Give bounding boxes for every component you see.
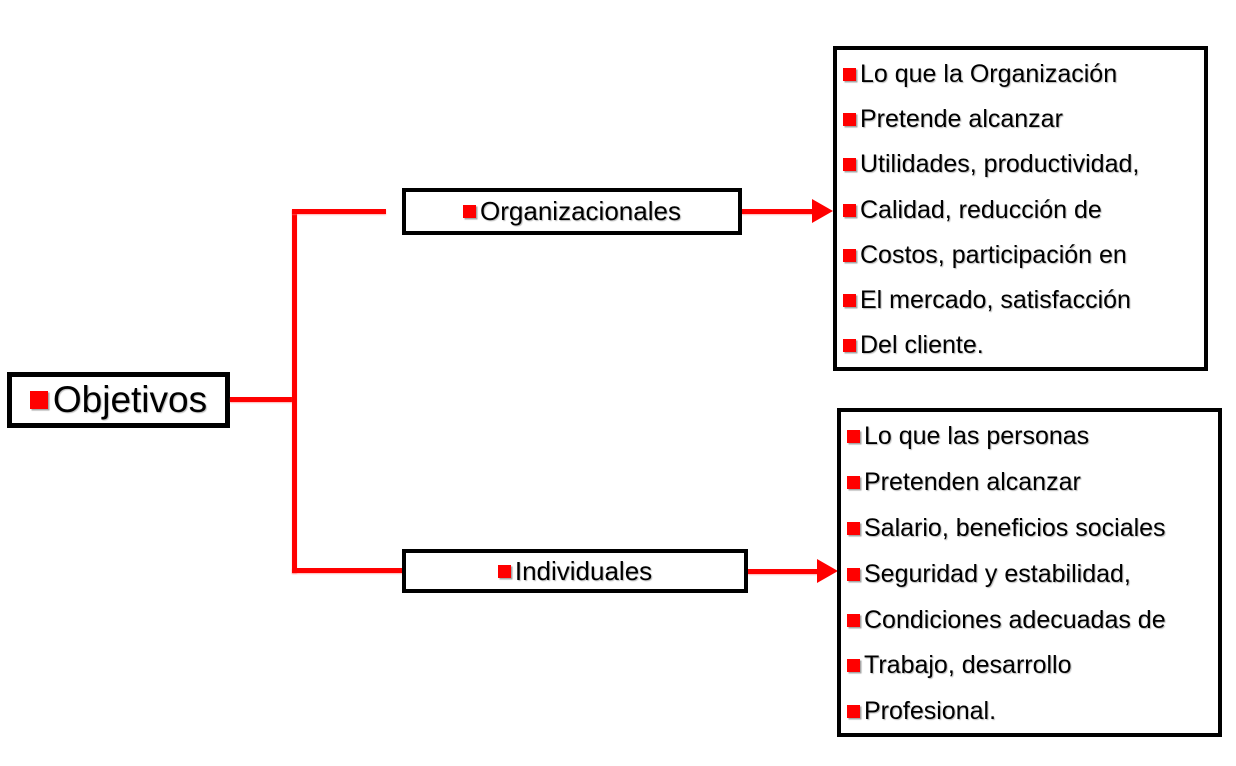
list-item: Utilidades, productividad,: [843, 142, 1198, 187]
detail-text: Profesional.: [864, 697, 997, 726]
connector-trunk-to-organizacionales: [292, 209, 386, 214]
connector-trunk-vertical: [292, 209, 297, 573]
node-organizacionales-label: Organizacionales: [480, 196, 681, 226]
detail-text: El mercado, satisfacción: [860, 286, 1131, 315]
list-item: Pretende alcanzar: [843, 97, 1198, 142]
arrow-organizacionales-shaft: [742, 209, 816, 214]
square-bullet-icon: [843, 248, 856, 262]
connector-root-to-trunk: [230, 397, 294, 402]
square-bullet-icon: [847, 705, 860, 719]
detail-box-individuales: Lo que las personas Pretenden alcanzar S…: [837, 408, 1222, 737]
list-item: Costos, participación en: [843, 233, 1198, 278]
square-bullet-icon: [847, 659, 860, 673]
square-bullet-icon: [847, 567, 860, 581]
square-bullet-icon: [463, 205, 477, 218]
connector-trunk-to-individuales: [292, 568, 404, 573]
node-organizacionales: Organizacionales: [402, 188, 742, 235]
square-bullet-icon: [847, 613, 860, 627]
detail-text: Pretenden alcanzar: [864, 468, 1081, 497]
detail-text: Costos, participación en: [860, 240, 1127, 269]
detail-text: Lo que la Organización: [860, 60, 1118, 89]
square-bullet-icon: [847, 476, 860, 490]
detail-text: Salario, beneficios sociales: [864, 513, 1166, 542]
square-bullet-icon: [843, 113, 856, 127]
detail-text: Del cliente.: [860, 331, 984, 360]
square-bullet-icon: [847, 521, 860, 535]
arrow-individuales-shaft: [748, 569, 821, 574]
detail-text: Utilidades, productividad,: [860, 150, 1140, 179]
arrow-right-icon: [817, 559, 838, 583]
list-item: Lo que las personas: [847, 414, 1212, 460]
node-individuales: Individuales: [402, 549, 748, 593]
node-objetivos: Objetivos: [7, 372, 230, 428]
square-bullet-icon: [29, 391, 48, 409]
square-bullet-icon: [843, 339, 856, 353]
list-item: Profesional.: [847, 689, 1212, 735]
list-item: Salario, beneficios sociales: [847, 506, 1212, 552]
square-bullet-icon: [847, 430, 860, 444]
list-item: Del cliente.: [843, 323, 1198, 368]
square-bullet-icon: [843, 158, 856, 172]
detail-text: Pretende alcanzar: [860, 105, 1063, 134]
node-objetivos-label: Objetivos: [52, 379, 208, 420]
arrow-right-icon: [812, 199, 833, 223]
detail-text: Lo que las personas: [864, 422, 1090, 451]
list-item: Calidad, reducción de: [843, 188, 1198, 233]
square-bullet-icon: [843, 68, 856, 82]
node-individuales-label: Individuales: [514, 555, 653, 586]
detail-text: Seguridad y estabilidad,: [864, 559, 1131, 588]
detail-text: Trabajo, desarrollo: [864, 651, 1072, 680]
list-item: El mercado, satisfacción: [843, 278, 1198, 323]
square-bullet-icon: [843, 203, 856, 217]
list-item: Lo que la Organización: [843, 52, 1198, 97]
list-item: Trabajo, desarrollo: [847, 643, 1212, 689]
detail-box-organizacionales: Lo que la Organización Pretende alcanzar…: [833, 46, 1208, 371]
square-bullet-icon: [843, 294, 856, 308]
list-item: Pretenden alcanzar: [847, 460, 1212, 506]
detail-text: Condiciones adecuadas de: [864, 605, 1166, 634]
detail-text: Calidad, reducción de: [860, 195, 1102, 224]
list-item: Condiciones adecuadas de: [847, 597, 1212, 643]
list-item: Seguridad y estabilidad,: [847, 551, 1212, 597]
square-bullet-icon: [497, 564, 511, 578]
